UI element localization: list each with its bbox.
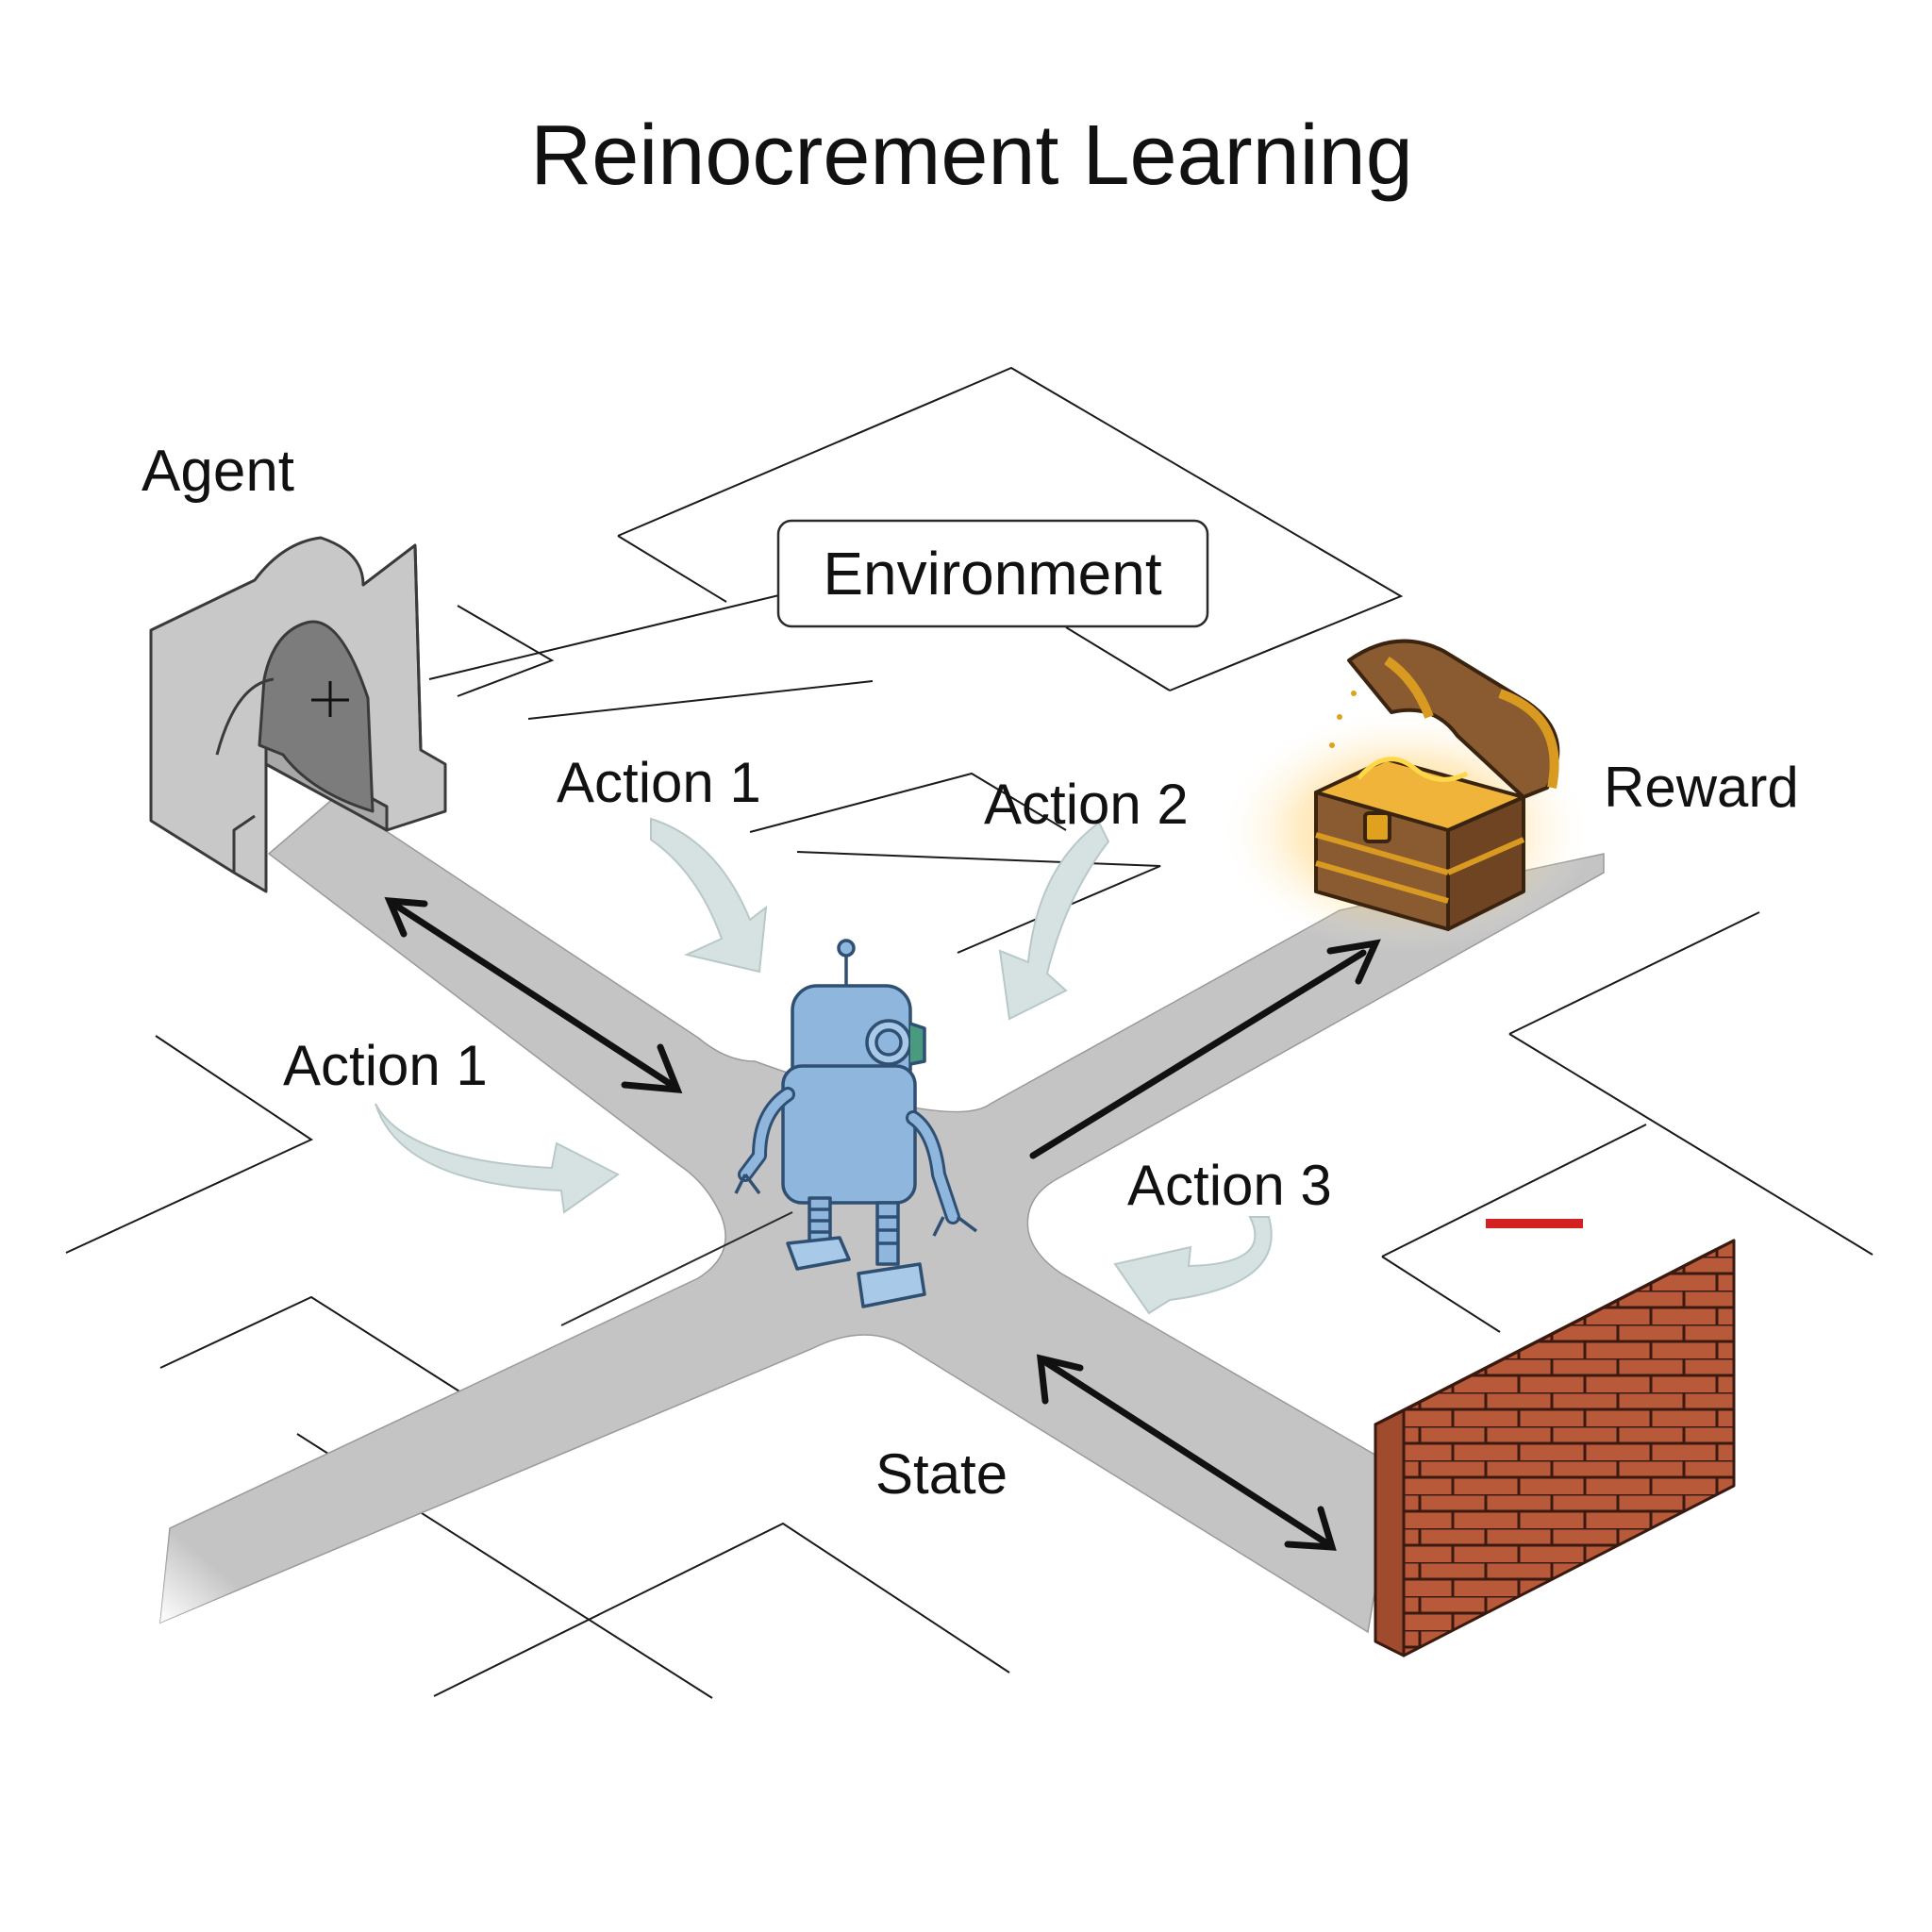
action-label-top-left: Action 1 [557, 751, 761, 814]
maze-wall [1065, 626, 1171, 691]
maze-wall [1381, 1124, 1647, 1257]
brick-wall [1374, 1239, 1736, 1657]
maze-outlines [65, 366, 1874, 1699]
treasure-chest [1217, 639, 1594, 953]
state-label: State [875, 1442, 1008, 1506]
action-arrow-left [375, 1103, 620, 1214]
maze-wall [159, 1295, 468, 1397]
action-arrow-right [1113, 1216, 1273, 1315]
path-edge-line [560, 1211, 793, 1326]
action-label-right: Action 3 [1127, 1154, 1332, 1217]
reward-label: Reward [1604, 756, 1799, 819]
maze-wall [433, 1522, 1010, 1697]
gate-arch [149, 536, 447, 893]
maze-wall [1508, 1033, 1874, 1256]
maze-wall [749, 772, 1067, 833]
maze-wall [457, 605, 555, 697]
robot-agent [734, 939, 978, 1308]
double-arrow-agent [384, 897, 683, 1093]
action-label-top-right: Action 2 [984, 773, 1189, 836]
double-arrow-wall [1036, 1354, 1337, 1551]
action-label-left: Action 1 [283, 1034, 488, 1097]
diagram-title: Reinocrement Learning [530, 108, 1413, 203]
agent-label: Agent [142, 439, 294, 504]
environment-box [776, 519, 1209, 628]
transition-arrows [384, 897, 1381, 1551]
action-arrows [375, 817, 1273, 1315]
maze-wall [1508, 911, 1760, 1035]
maze-wall [1381, 1256, 1501, 1333]
environment-connector [428, 593, 784, 680]
maze-wall [65, 1035, 314, 1254]
maze-wall [527, 680, 874, 720]
action-arrow-top-left [650, 817, 768, 974]
action-arrow-top-right [998, 821, 1110, 1021]
maze-wall [796, 851, 1161, 954]
maze-wall [617, 535, 727, 603]
maze-wall [617, 366, 1404, 691]
arrow-to-reward [1029, 939, 1381, 1159]
environment-label: Environment [823, 540, 1162, 608]
